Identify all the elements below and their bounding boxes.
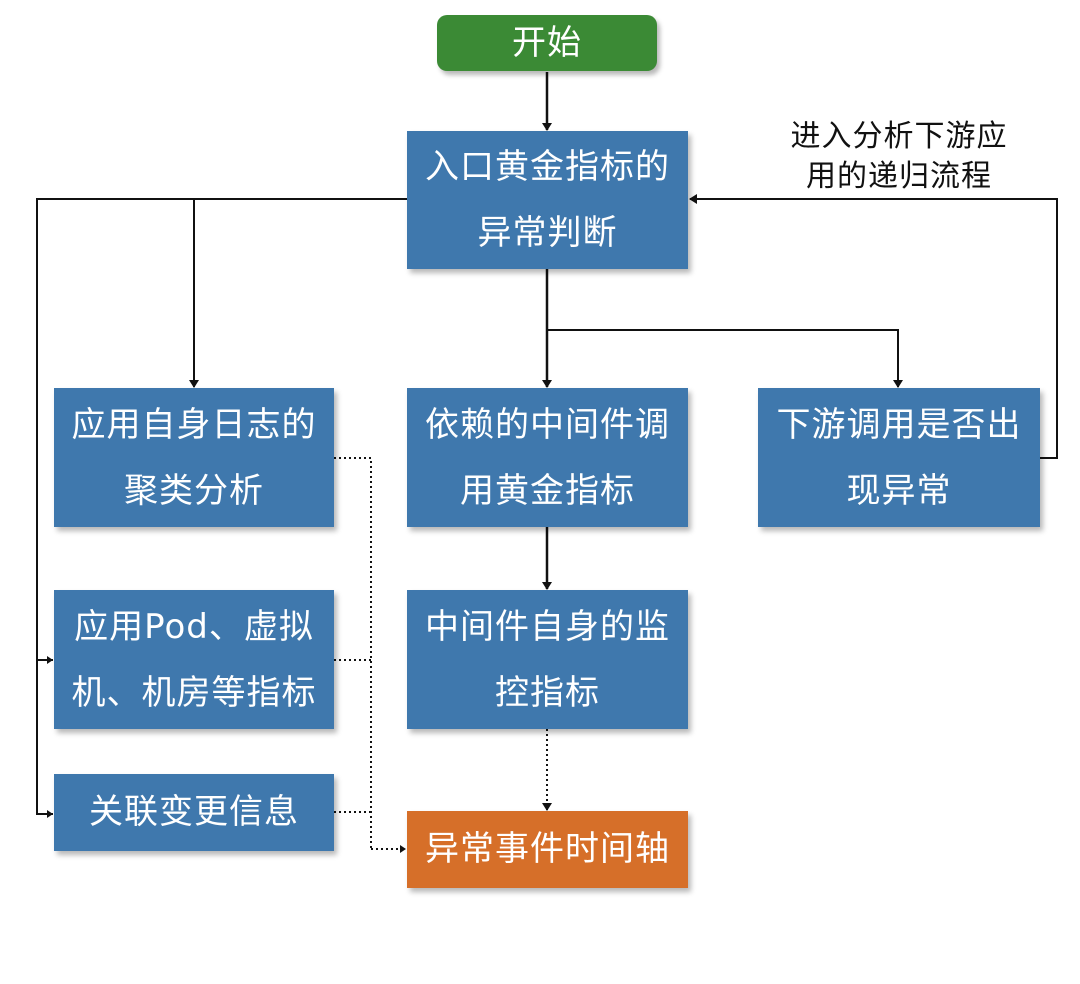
- entry-golden-metrics-label: 入口黄金指标的 异常判断: [425, 147, 670, 253]
- middleware-call-metrics-label: 依赖的中间件调 用黄金指标: [425, 404, 670, 511]
- pod-vm-room-metrics-node: 应用Pod、虚拟 机、机房等指标: [54, 590, 334, 729]
- pod-vm-room-metrics-label: 应用Pod、虚拟 机、机房等指标: [71, 606, 317, 713]
- change-info-node: 关联变更信息: [54, 774, 334, 851]
- anomaly-timeline-label: 异常事件时间轴: [425, 829, 670, 869]
- start-label: 开始: [512, 23, 582, 63]
- recursive-flow-annotation: 进入分析下游应 用的递归流程: [790, 119, 1008, 194]
- app-log-clustering-label: 应用自身日志的 聚类分析: [71, 404, 317, 511]
- entry-golden-metrics-node: 入口黄金指标的 异常判断: [407, 131, 688, 269]
- middleware-call-metrics-node: 依赖的中间件调 用黄金指标: [407, 388, 688, 527]
- change-info-label: 关联变更信息: [89, 792, 299, 832]
- downstream-recursive-return-arrow: [689, 194, 1058, 459]
- entry-to-downstream-arrow: [547, 329, 903, 388]
- app-log-clustering-node: 应用自身日志的 聚类分析: [54, 388, 334, 527]
- downstream-anomaly-node: 下游调用是否出 现异常: [758, 388, 1040, 527]
- middleware-self-monitoring-node: 中间件自身的监 控指标: [407, 590, 688, 729]
- downstream-anomaly-label: 下游调用是否出 现异常: [776, 404, 1022, 511]
- log-to-timeline-dotted-line: [334, 457, 372, 849]
- anomaly-timeline-node: 异常事件时间轴: [407, 811, 688, 888]
- start-node: 开始: [437, 15, 657, 71]
- entry-left-branch-line: [36, 198, 407, 818]
- middleware-self-monitoring-label: 中间件自身的监 控指标: [425, 606, 670, 713]
